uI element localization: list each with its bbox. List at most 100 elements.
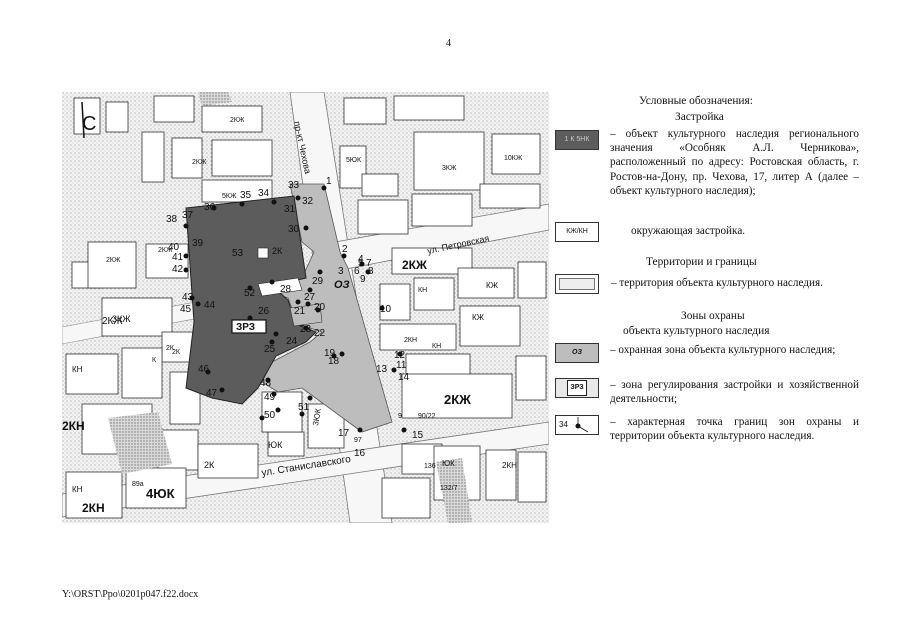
point-label: 44	[204, 300, 216, 311]
legend-text-surrounding: окружающая застройка.	[631, 225, 746, 237]
cadastral-map: пр-кт Чехова ул. Петровская ул. Станисла…	[62, 92, 549, 523]
block-label: КН	[72, 365, 83, 374]
point-label: 45	[180, 304, 192, 315]
block-label: 2КЖ	[402, 258, 427, 272]
block-label: КЖ	[472, 313, 485, 322]
point-label: 24	[286, 336, 298, 347]
block-label: 2К	[204, 460, 215, 470]
point-label: 19	[324, 348, 336, 359]
point-label: 17	[338, 428, 350, 439]
house-number: 97	[354, 437, 362, 444]
house-numbers: 90/22 97 136 132/7 89а 9	[132, 413, 458, 492]
north-arrow-icon	[81, 101, 85, 139]
map-base: пр-кт Чехова ул. Петровская ул. Станисла…	[62, 92, 549, 523]
legend-text-zrz: – зона регулирования застройки и хозяйст…	[610, 379, 859, 406]
point-label: 3	[338, 266, 344, 277]
legend-swatch-surrounding: КЖ/КН	[555, 222, 599, 242]
point-label: 50	[264, 410, 276, 421]
point-label: 5	[358, 258, 364, 269]
block-label: 10КЖ	[504, 155, 523, 162]
point-label: 33	[288, 180, 300, 191]
legend-swatch-object: 1 К 5НК	[555, 130, 599, 150]
zrz-swatch-label: ЗРЗ	[567, 379, 587, 397]
point-swatch-label: 34	[559, 419, 568, 429]
point-label: 18	[328, 356, 340, 367]
oz-label: ОЗ	[334, 279, 350, 291]
point-label: 37	[182, 210, 194, 221]
point-label: 32	[302, 196, 314, 207]
point-label: 30	[288, 224, 300, 235]
point-label: 23	[300, 324, 312, 335]
point-label: 53	[232, 248, 244, 259]
point-label: 36	[204, 202, 216, 213]
point-label: 14	[398, 372, 410, 383]
point-label: 22	[314, 328, 326, 339]
point-label: 25	[264, 344, 276, 355]
dense-plots	[108, 92, 472, 523]
point-label: 51	[298, 402, 310, 413]
block-label: ЮК	[268, 440, 283, 450]
point-label: 40	[168, 242, 180, 253]
legend-section-building: Застройка	[675, 111, 724, 123]
point-label: 15	[412, 430, 424, 441]
legend-text-territory: – территория объекта культурного наследи…	[611, 277, 823, 289]
legend-swatch-point: 34	[555, 415, 599, 435]
point-marker-icon	[575, 417, 589, 433]
point-labels: 1 2 3 4 5 6 7 8 9 10 11 12 13 14 15 16 1…	[166, 176, 424, 459]
block-label: 3КЖ	[442, 165, 457, 172]
point-label: 10	[380, 304, 392, 315]
legend-section-territory: Территории и границы	[646, 256, 757, 268]
point-label: 11	[396, 360, 407, 371]
block-label: КН	[418, 287, 427, 294]
block-label: 2КН	[62, 419, 85, 433]
point-label: 27	[304, 292, 316, 303]
point-label: 38	[166, 214, 178, 225]
point-label: 46	[198, 364, 210, 375]
block-label: 2КН	[502, 461, 517, 470]
characteristic-points	[183, 185, 407, 433]
house-number: 89а	[132, 481, 144, 488]
legend-text-object: – объект культурного наследия региональн…	[610, 128, 859, 197]
legend-section-zones-2: объекта культурного наследия	[623, 325, 770, 337]
block-label: 2КЖ	[192, 159, 207, 166]
point-label: 48	[260, 378, 272, 389]
point-label: 16	[354, 448, 366, 459]
block-label: 4ЮК	[146, 486, 175, 501]
point-label: 13	[376, 364, 388, 375]
block-label: 3ЮК	[311, 408, 323, 427]
point-label: 26	[258, 306, 270, 317]
point-label: 42	[172, 264, 184, 275]
legend-swatch-territory	[555, 274, 599, 294]
legend-swatch-zrz: ЗРЗ	[555, 378, 599, 398]
point-label: 49	[264, 392, 276, 403]
legend-text-oz: – охранная зона объекта культурного насл…	[610, 344, 836, 356]
zrz-label-box: ЗРЗ	[231, 319, 267, 334]
block-label: 3КЖ	[112, 314, 131, 324]
point-label: 43	[182, 292, 194, 303]
point-label: 28	[280, 284, 292, 295]
footer-file-path: Y:\ORST\Ppo\0201p047.f22.docx	[62, 589, 199, 600]
house-number: 132/7	[440, 485, 458, 492]
block-label: К	[152, 357, 157, 364]
surrounding-buildings	[65, 95, 547, 519]
house-number: 136	[424, 463, 436, 470]
block-label: КН	[432, 343, 441, 350]
house-number: 90/22	[418, 413, 436, 420]
point-label: 6	[354, 266, 360, 277]
point-label: 41	[172, 252, 184, 263]
block-label: 2КЖ	[106, 257, 121, 264]
point-label: 20	[314, 302, 326, 313]
zrz-label: ЗРЗ	[236, 322, 255, 333]
legend-swatch-oz: ОЗ	[555, 343, 599, 363]
point-label: 21	[294, 306, 306, 317]
legend-text-point: – характерная точка границ зон охраны и …	[610, 416, 859, 443]
block-label: 2К	[272, 246, 283, 256]
point-label: 12	[394, 350, 406, 361]
block-label: 2КН	[404, 337, 417, 344]
block-label: 2КН	[82, 501, 105, 515]
legend-title: Условные обозначения:	[639, 95, 753, 107]
legend-section-zones-1: Зоны охраны	[681, 310, 745, 322]
block-label: 2КЖ	[102, 316, 123, 327]
point-label: 39	[192, 238, 204, 249]
block-label: КЖ	[486, 281, 499, 290]
